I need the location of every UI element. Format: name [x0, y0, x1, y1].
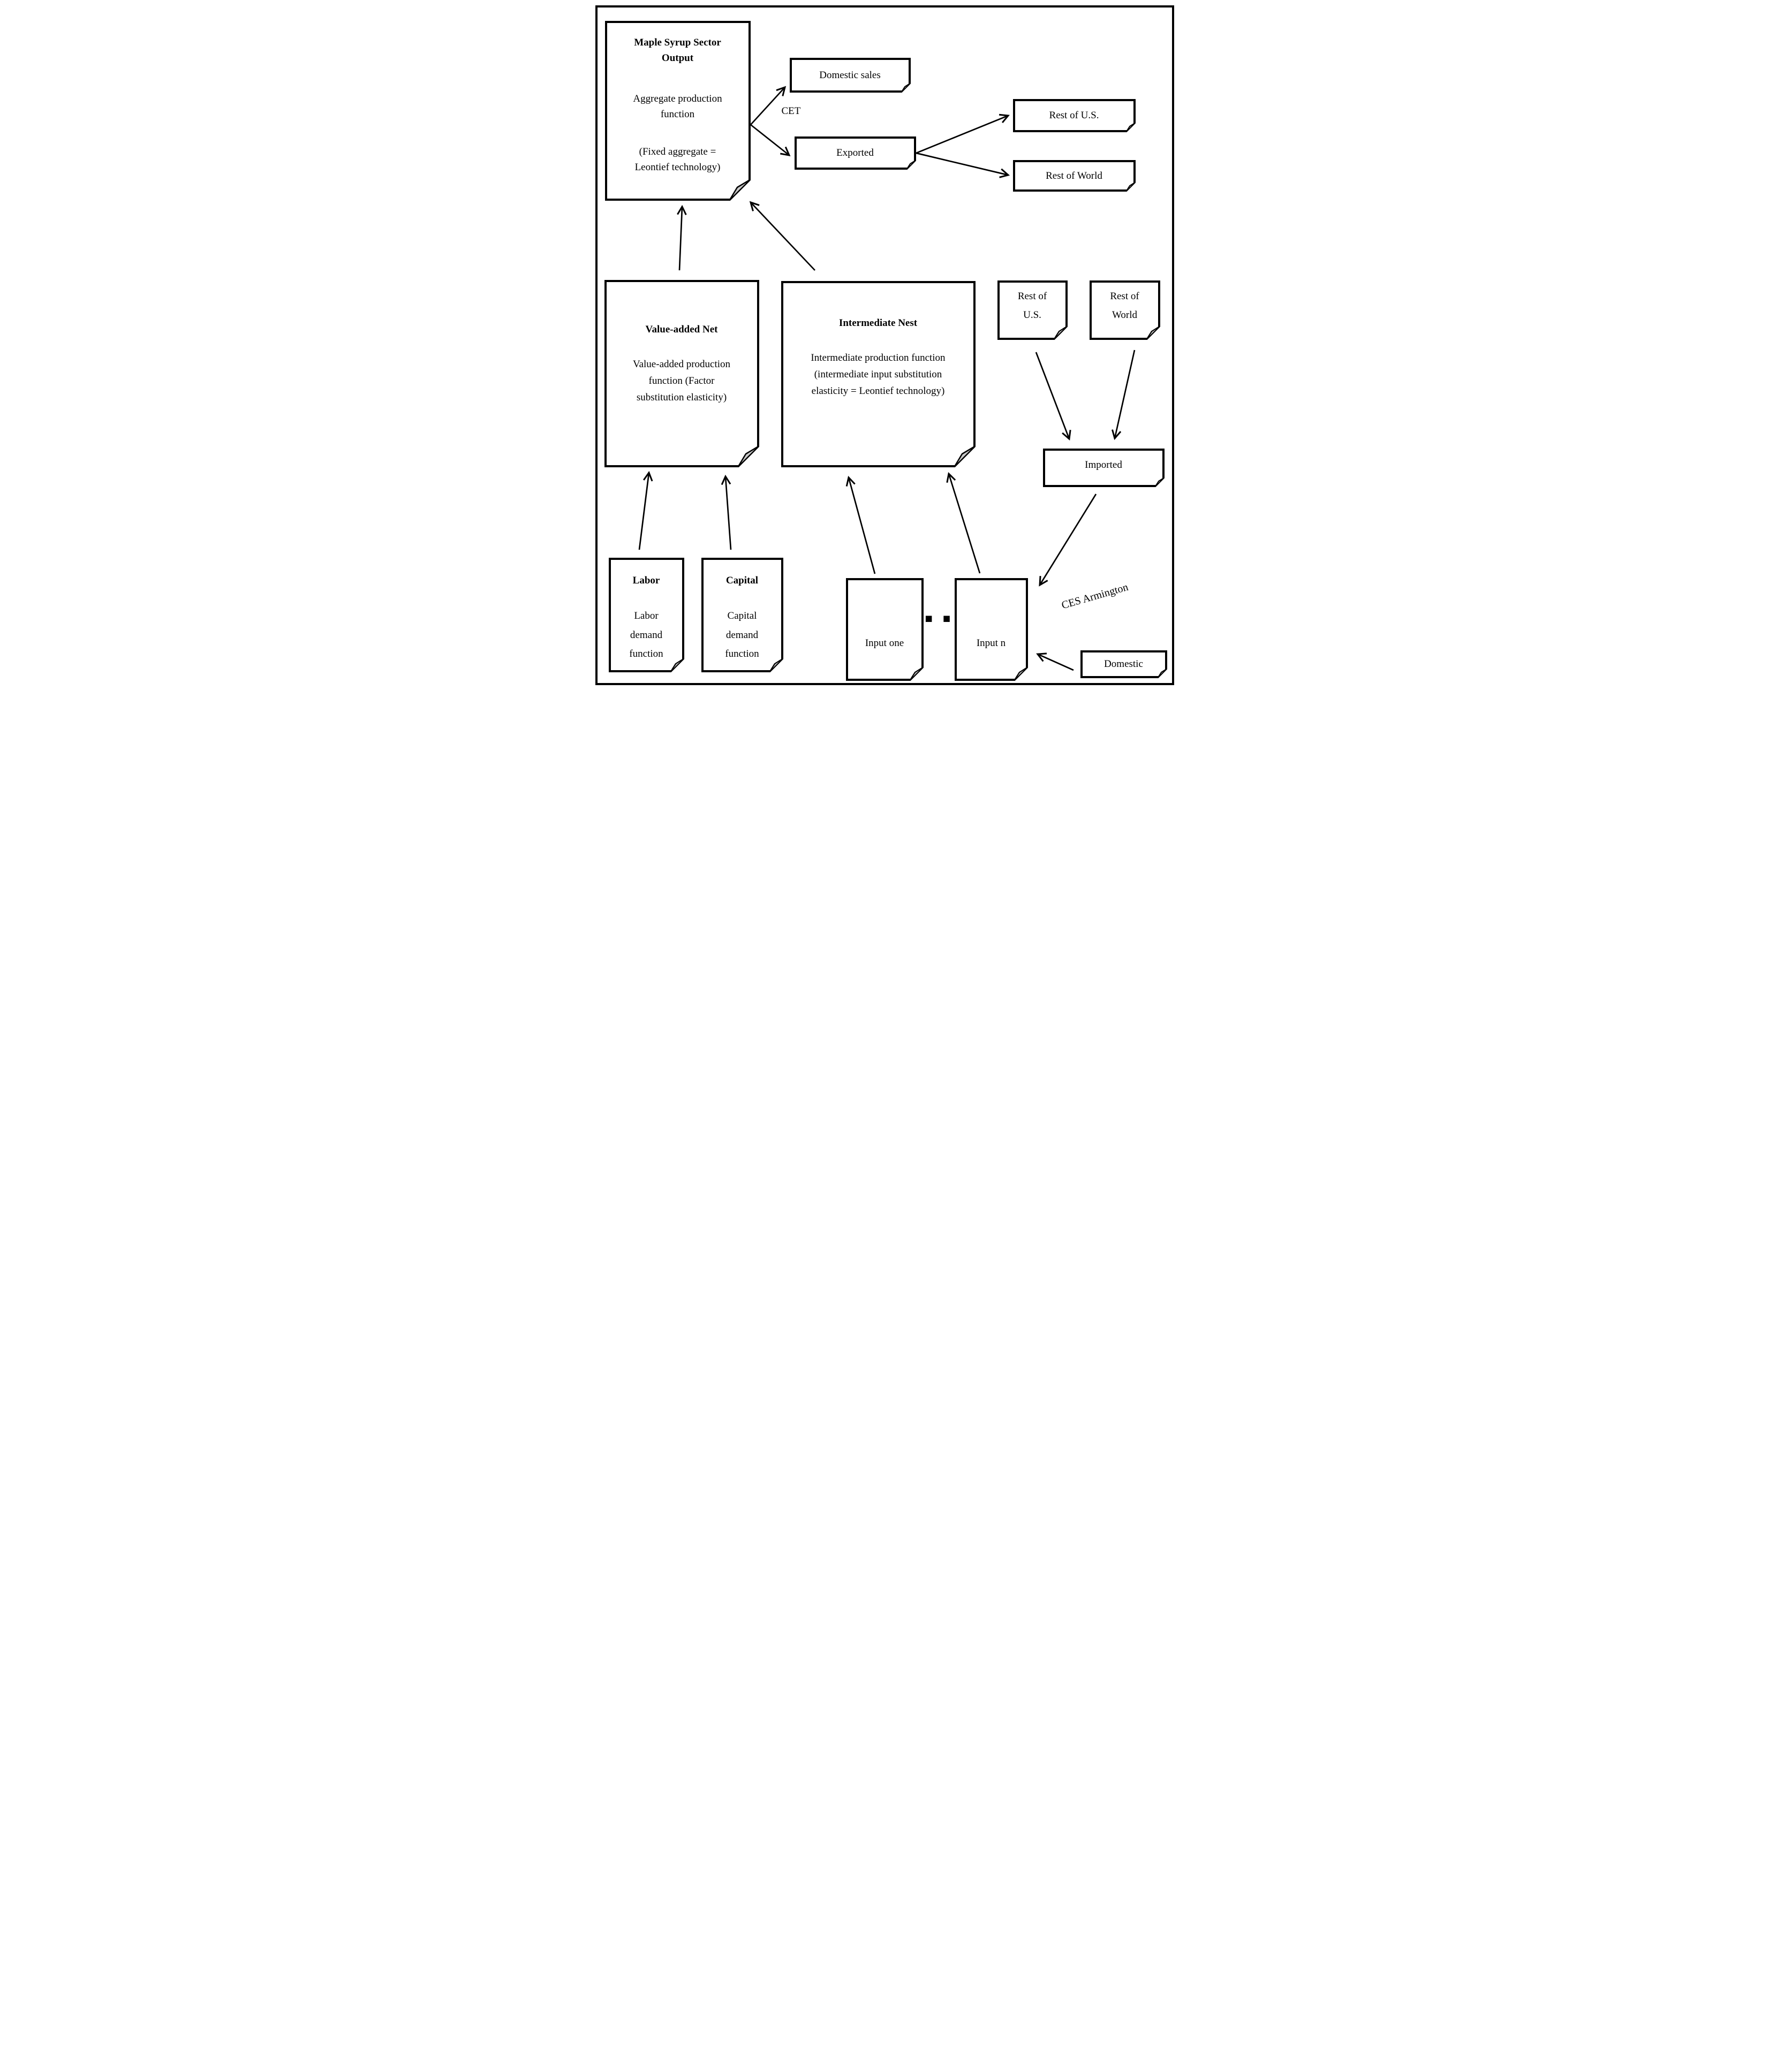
node-exported: Exported	[794, 136, 916, 170]
node-body: Labor demand function	[629, 610, 663, 659]
node-imported: Imported	[1042, 449, 1165, 487]
page-fold-icon	[1146, 326, 1160, 340]
diagram-canvas: Maple Syrup Sector Output Aggregate prod…	[589, 0, 1180, 690]
diagram-outer-border	[595, 5, 1174, 685]
node-body: (Fixed aggregate = Leontief technology)	[634, 146, 721, 173]
node-label: Exported	[836, 147, 874, 159]
node-domestic: Domestic	[1080, 650, 1167, 678]
node-body: Aggregate production function	[633, 93, 722, 120]
node-label: Domestic sales	[819, 69, 881, 81]
page-fold-icon	[1154, 477, 1165, 487]
node-labor: Labor Labor demand function	[608, 558, 684, 672]
inputs-ellipsis-dots: ■ ■	[925, 613, 955, 623]
edge-label-cet: CET	[781, 105, 801, 117]
node-label: Rest of U.S.	[1017, 291, 1047, 321]
node-maple-syrup-sector-output: Maple Syrup Sector Output Aggregate prod…	[604, 21, 751, 201]
node-title: Capital	[725, 575, 759, 586]
node-title: Labor	[632, 575, 660, 586]
node-label: Rest of World	[1110, 291, 1139, 321]
node-body: Value-added production function (Factor …	[632, 359, 731, 403]
page-fold-icon	[909, 667, 924, 681]
node-input-one: Input one	[845, 578, 924, 681]
node-label: Imported	[1085, 459, 1122, 471]
node-label: Rest of U.S.	[1049, 110, 1099, 122]
page-fold-icon	[906, 160, 916, 170]
node-rest-of-us-export: Rest of U.S.	[1012, 99, 1136, 132]
node-value-added-nest: Value-added Net Value-added production f…	[604, 280, 759, 467]
page-fold-icon	[901, 83, 911, 93]
node-rest-of-us-import: Rest of U.S.	[997, 280, 1068, 340]
node-label: Domestic	[1104, 658, 1143, 670]
node-capital: Capital Capital demand function	[701, 558, 783, 672]
page-fold-icon	[1157, 669, 1167, 678]
node-input-n: Input n	[954, 578, 1028, 681]
node-intermediate-nest: Intermediate Nest Intermediate productio…	[781, 281, 976, 467]
node-title: Maple Syrup Sector Output	[634, 37, 721, 64]
page-fold-icon	[1125, 123, 1136, 132]
node-rest-of-world-export: Rest of World	[1012, 160, 1136, 192]
page-fold-icon	[1053, 326, 1068, 340]
node-body: Capital demand function	[725, 610, 759, 659]
page-fold-icon	[1125, 182, 1136, 192]
page-fold-icon	[954, 446, 976, 467]
node-label: Input n	[976, 637, 1006, 649]
node-rest-of-world-import: Rest of World	[1089, 280, 1160, 340]
page-fold-icon	[737, 446, 759, 467]
node-label: Input one	[865, 637, 904, 649]
page-fold-icon	[729, 179, 751, 201]
node-label: Rest of World	[1046, 170, 1102, 181]
page-fold-icon	[769, 658, 783, 672]
node-domestic-sales: Domestic sales	[789, 58, 911, 93]
node-title: Intermediate Nest	[838, 317, 918, 329]
node-title: Value-added Net	[645, 324, 718, 335]
node-body: Intermediate production function (interm…	[811, 352, 946, 397]
page-fold-icon	[1014, 667, 1028, 681]
page-fold-icon	[670, 658, 684, 672]
